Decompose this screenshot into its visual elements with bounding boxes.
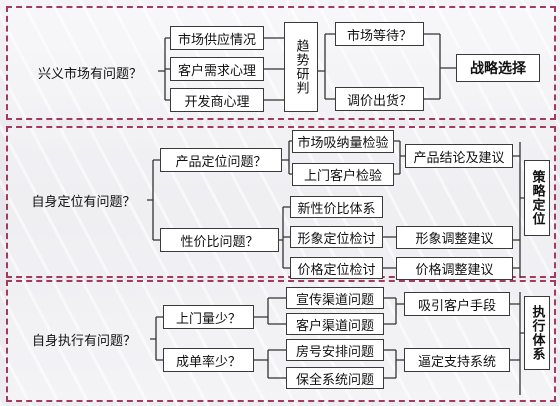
value-for-money-box: 性价比问题？: [160, 228, 279, 252]
price-adjust-box: 调价出货？: [335, 87, 424, 111]
product-positioning-box: 产品定位问题？: [160, 148, 282, 172]
market-problem-label: 兴义市场有问题？: [37, 66, 142, 82]
trend-analysis-box: 趋势研判: [284, 22, 318, 112]
product-conclusion-box: 产品结论及建议: [405, 144, 513, 168]
low-visits-box: 上门量少？: [163, 305, 254, 329]
closing-support-box: 逼定支持系统: [404, 348, 510, 372]
customer-demand-box: 客户需求心理: [170, 57, 264, 81]
promotion-channel-box: 宣传渠道问题: [286, 287, 384, 309]
market-absorption-box: 市场吸纳量检验: [292, 130, 394, 153]
image-adjust-box: 形象调整建议: [396, 226, 513, 249]
positioning-problem-label: 自身定位有问题？: [31, 194, 136, 210]
customer-channel-box: 客户渠道问题: [286, 313, 384, 335]
market-wait-box: 市场等待？: [335, 22, 424, 46]
price-adjust-suggestion-box: 价格调整建议: [396, 257, 513, 280]
developer-mindset-box: 开发商心理: [170, 88, 264, 112]
strategy-positioning-side-box: 策略定位: [524, 160, 550, 236]
unit-arrangement-box: 房号安排问题: [286, 339, 384, 361]
attract-customers-box: 吸引客户手段: [404, 292, 510, 316]
image-review-box: 形象定位检讨: [290, 226, 383, 248]
new-value-system-box: 新性价比体系: [290, 196, 383, 218]
execution-system-side-box: 执行体系: [524, 296, 550, 370]
security-system-box: 保全系统问题: [286, 367, 384, 389]
visitor-check-box: 上门客户检验: [292, 163, 394, 186]
low-conversion-box: 成单率少？: [163, 348, 254, 372]
price-review-box: 价格定位检讨: [290, 257, 383, 279]
strategy-choice-box: 战略选择: [456, 54, 540, 82]
market-supply-box: 市场供应情况: [170, 26, 264, 50]
execution-problem-label: 自身执行有问题？: [31, 333, 136, 349]
